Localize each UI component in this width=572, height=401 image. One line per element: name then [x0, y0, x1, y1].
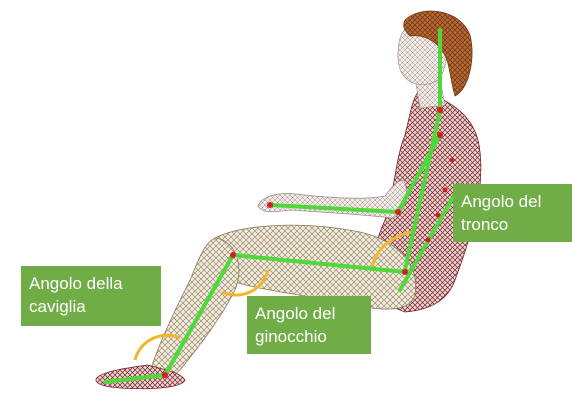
ankle-angle-label: Angolo della caviglia — [21, 266, 161, 326]
knee-angle-label: Angolo del ginocchio — [247, 296, 371, 354]
joint-marker — [402, 269, 408, 275]
joint-marker — [230, 252, 236, 258]
joint-marker — [395, 209, 401, 215]
joint-marker — [426, 238, 431, 243]
joint-marker — [437, 107, 443, 113]
joint-marker — [443, 188, 448, 193]
joint-marker — [450, 158, 455, 163]
joint-marker — [267, 202, 273, 208]
joint-marker — [436, 213, 441, 218]
lower-leg-mesh — [150, 238, 239, 376]
joint-marker — [162, 372, 168, 378]
trunk-angle-label: Angolo del tronco — [453, 184, 572, 242]
joint-marker — [437, 132, 443, 138]
